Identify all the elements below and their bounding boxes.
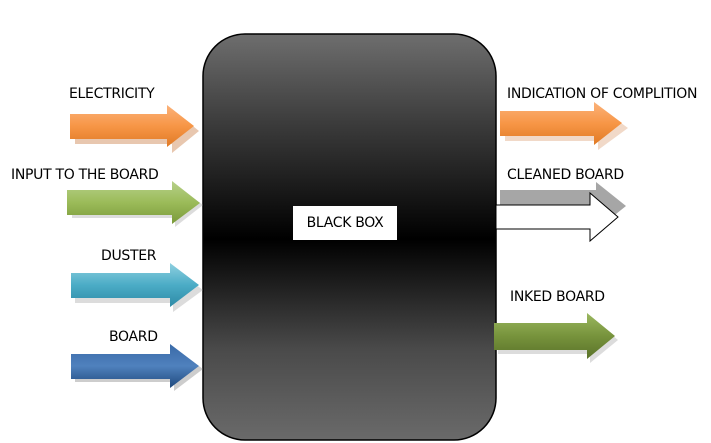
arrow-inked-board bbox=[494, 313, 618, 363]
black-box bbox=[202, 33, 497, 441]
arrow-cleaned-board bbox=[495, 182, 626, 243]
label-cleaned-board: CLEANED BOARD bbox=[507, 167, 624, 183]
arrow-indication-of-complition bbox=[500, 102, 628, 150]
arrow-input-to-the-board bbox=[67, 181, 203, 227]
arrow-electricity bbox=[70, 105, 199, 153]
label-duster: DUSTER bbox=[101, 248, 157, 264]
label-input-to-the-board: INPUT TO THE BOARD bbox=[11, 167, 159, 183]
label-board: BOARD bbox=[109, 329, 158, 345]
label-electricity: ELECTRICITY bbox=[69, 86, 155, 102]
black-box-label: BLACK BOX bbox=[306, 215, 384, 231]
arrow-board bbox=[71, 344, 203, 391]
black-box-label-background: BLACK BOX bbox=[293, 206, 397, 240]
label-indication-of-complition: INDICATION OF COMPLITION bbox=[507, 86, 698, 102]
arrow-duster bbox=[71, 263, 203, 312]
label-inked-board: INKED BOARD bbox=[510, 289, 605, 305]
